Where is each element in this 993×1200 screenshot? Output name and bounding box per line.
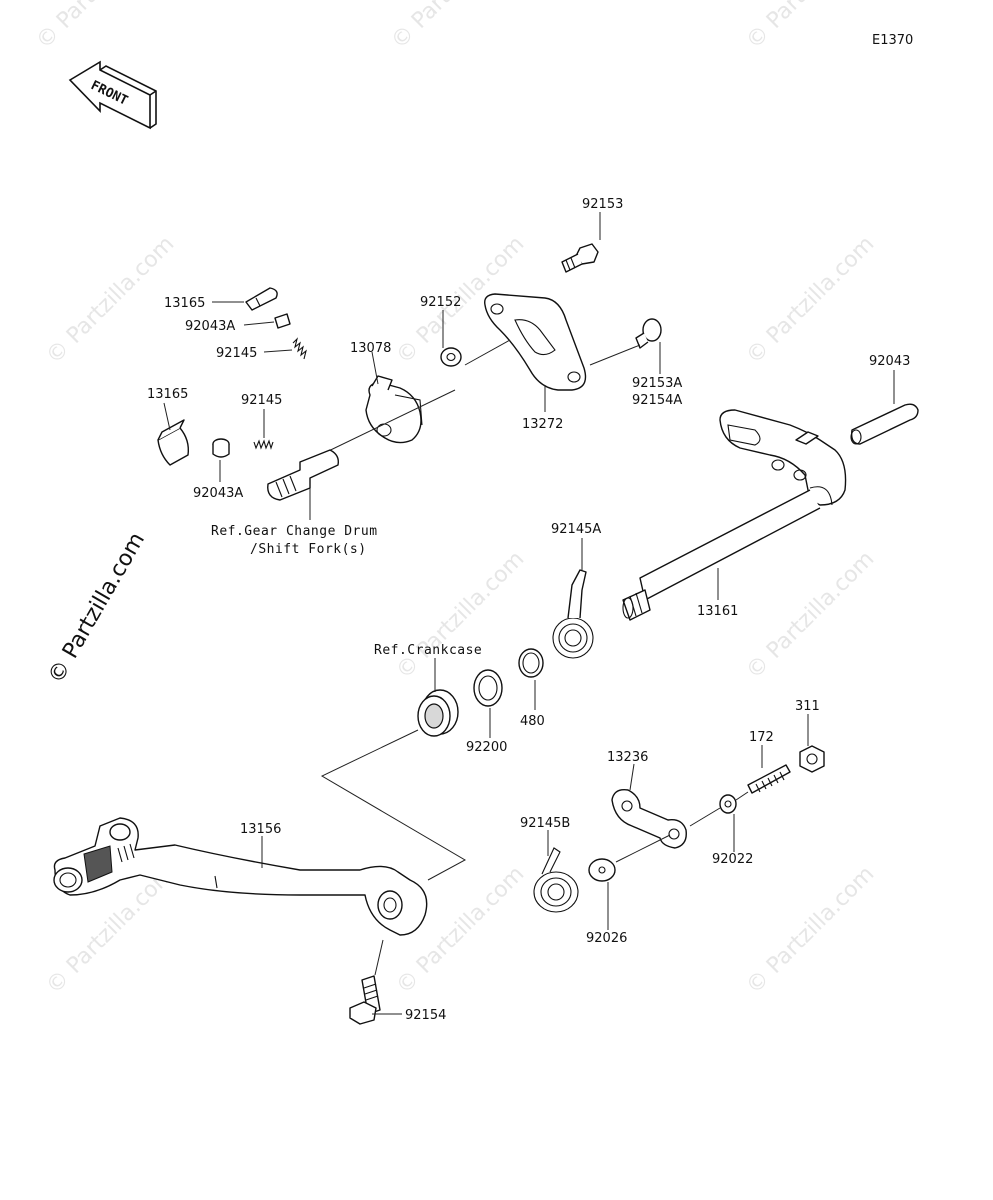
label-13272: 13272 xyxy=(522,417,563,432)
stud-172-icon xyxy=(747,764,791,794)
label-92152: 92152 xyxy=(420,295,461,310)
washer-92200-icon xyxy=(473,669,503,707)
watermark: © Partzilla.com xyxy=(742,547,880,685)
label-92153: 92153 xyxy=(582,197,623,212)
watermark: © Partzilla.com xyxy=(742,232,880,370)
label-13161: 13161 xyxy=(697,604,738,619)
ref-gear-change-drum-line2: /Shift Fork(s) xyxy=(250,542,367,557)
label-13078: 13078 xyxy=(350,341,391,356)
pin-gear-drum-icon xyxy=(267,449,340,501)
label-172: 172 xyxy=(749,730,774,745)
pin-92043-icon xyxy=(850,403,919,445)
pawl-13165-left-icon xyxy=(157,419,190,466)
watermark: © Partzilla.com xyxy=(42,232,180,370)
pin-92043A-top-icon xyxy=(274,313,291,329)
washer-92026-icon xyxy=(588,858,616,882)
bolt-92153-icon xyxy=(561,243,599,273)
label-92043: 92043 xyxy=(869,354,910,369)
front-arrow-icon: FRONT xyxy=(68,60,157,130)
ref-crankcase: Ref.Crankcase xyxy=(374,643,482,658)
watermark: © Partzilla.com xyxy=(742,862,880,1000)
label-92200: 92200 xyxy=(466,740,507,755)
shift-pedal-13156-icon xyxy=(53,817,428,936)
washer-92022-icon xyxy=(719,794,737,814)
label-92145A: 92145A xyxy=(551,522,601,537)
label-92022: 92022 xyxy=(712,852,753,867)
circlip-480-icon xyxy=(518,648,544,678)
pawl-13165-top-icon xyxy=(245,287,278,311)
watermark: © Partzilla.com xyxy=(742,0,880,54)
oil-seal-icon xyxy=(417,689,459,737)
shift-shaft-13161-icon xyxy=(622,409,847,621)
watermark: © Partzilla.com xyxy=(392,547,530,685)
pin-92043A-bottom-icon xyxy=(212,438,230,458)
label-92154: 92154 xyxy=(405,1008,446,1023)
label-13165-top: 13165 xyxy=(164,296,205,311)
label-92154A: 92154A xyxy=(632,393,682,408)
spring-92145B-icon xyxy=(533,847,579,913)
plate-13272-icon xyxy=(484,293,587,391)
label-92043A-top: 92043A xyxy=(185,319,235,334)
washer-92152-icon xyxy=(440,347,462,367)
watermark: © Partzilla.com xyxy=(32,0,170,54)
label-92153A: 92153A xyxy=(632,376,682,391)
watermark: © Partzilla.com xyxy=(387,0,525,54)
label-92026: 92026 xyxy=(586,931,627,946)
side-watermark: © Partzilla.com xyxy=(44,528,151,688)
cam-13078-icon xyxy=(365,375,423,444)
label-13156: 13156 xyxy=(240,822,281,837)
spring-92145-mid-icon xyxy=(253,439,274,450)
label-92145-top: 92145 xyxy=(216,346,257,361)
nut-311-icon xyxy=(799,745,825,773)
label-13165-left: 13165 xyxy=(147,387,188,402)
label-92043A-bottom: 92043A xyxy=(193,486,243,501)
label-13236: 13236 xyxy=(607,750,648,765)
label-92145B: 92145B xyxy=(520,816,570,831)
spring-92145A-icon xyxy=(552,569,594,659)
spring-92145-top-icon xyxy=(292,337,307,360)
leader-lines xyxy=(163,212,895,1015)
label-92145-mid: 92145 xyxy=(241,393,282,408)
label-480: 480 xyxy=(520,714,545,729)
label-311: 311 xyxy=(795,699,820,714)
bolt-92153A-icon xyxy=(635,318,662,349)
bolt-92154-icon xyxy=(349,939,384,1025)
ref-gear-change-drum-line1: Ref.Gear Change Drum xyxy=(211,524,378,539)
diagram-code: E1370 xyxy=(872,33,913,48)
link-13236-icon xyxy=(611,789,687,849)
